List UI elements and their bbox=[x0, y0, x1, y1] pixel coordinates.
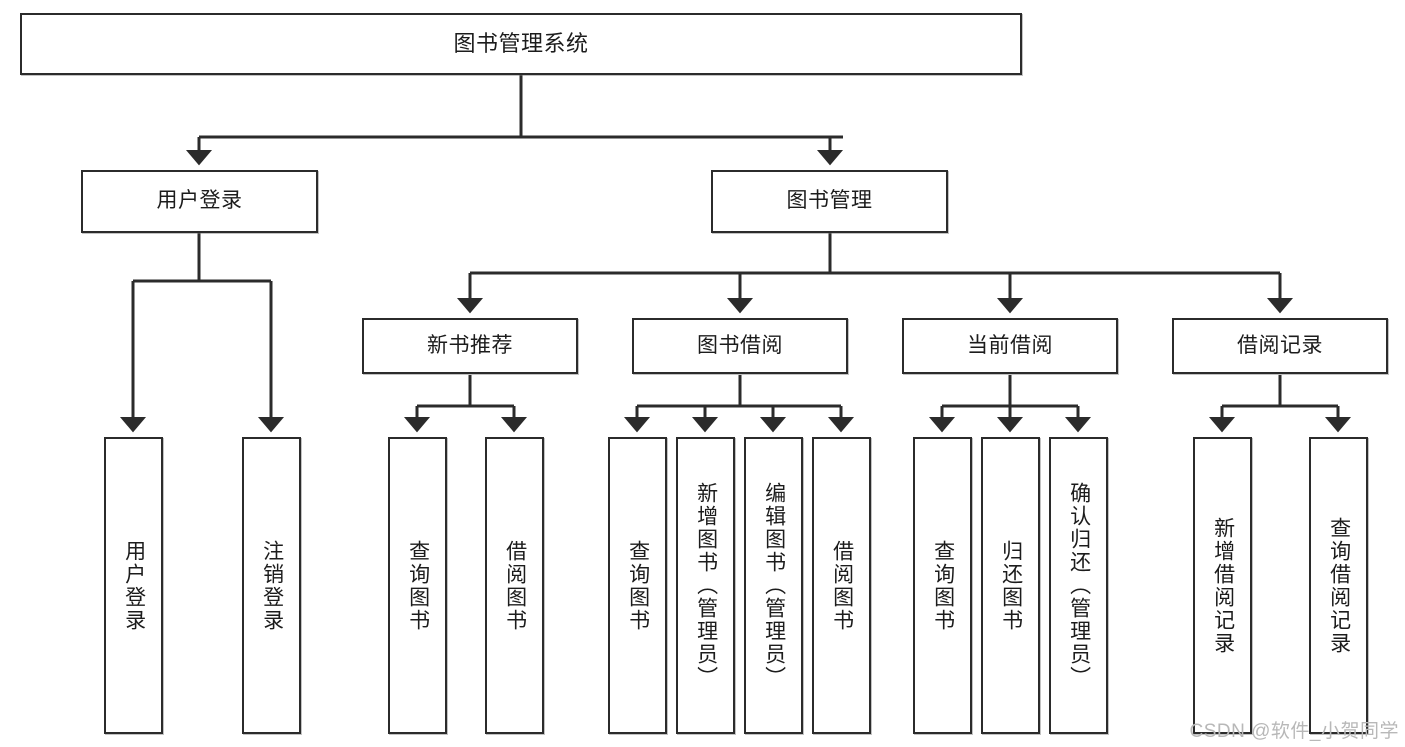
node-borrow-record[interactable]: 借阅记录 bbox=[1172, 318, 1388, 374]
node-leaf-query-book-borrow[interactable]: 查询图书 bbox=[608, 437, 667, 734]
watermark-text: CSDN @软件_小贺同学 bbox=[1189, 721, 1399, 742]
node-leaf-borrow-book-recommend[interactable]: 借阅图书 bbox=[485, 437, 544, 734]
node-label: 新增借阅记录 bbox=[1211, 516, 1235, 655]
node-leaf-borrow-book[interactable]: 借阅图书 bbox=[812, 437, 871, 734]
node-label: 图书管理系统 bbox=[453, 31, 589, 57]
node-current-borrow[interactable]: 当前借阅 bbox=[902, 318, 1118, 374]
node-label: 用户登录 bbox=[122, 539, 146, 632]
node-label: 新书推荐 bbox=[427, 333, 513, 357]
node-leaf-query-borrow-record[interactable]: 查询借阅记录 bbox=[1309, 437, 1368, 734]
node-leaf-confirm-return[interactable]: 确认归还（管理员） bbox=[1049, 437, 1108, 734]
node-label: 借阅图书 bbox=[830, 539, 854, 632]
node-book-management[interactable]: 图书管理 bbox=[711, 170, 948, 233]
node-label: 借阅图书 bbox=[503, 539, 527, 632]
node-label: 当前借阅 bbox=[967, 333, 1053, 357]
node-leaf-query-book-recommend[interactable]: 查询图书 bbox=[388, 437, 447, 734]
node-leaf-add-borrow-record[interactable]: 新增借阅记录 bbox=[1193, 437, 1252, 734]
node-book-borrow[interactable]: 图书借阅 bbox=[632, 318, 848, 374]
node-label: 查询图书 bbox=[626, 539, 650, 632]
node-label: 图书借阅 bbox=[697, 333, 783, 357]
node-leaf-user-login[interactable]: 用户登录 bbox=[104, 437, 163, 734]
node-new-book-recommend[interactable]: 新书推荐 bbox=[362, 318, 578, 374]
node-label: 查询图书 bbox=[931, 539, 955, 632]
node-label: 新增图书（管理员） bbox=[694, 482, 718, 689]
node-leaf-add-book[interactable]: 新增图书（管理员） bbox=[676, 437, 735, 734]
node-leaf-return-book[interactable]: 归还图书 bbox=[981, 437, 1040, 734]
node-label: 注销登录 bbox=[260, 539, 284, 632]
node-label: 确认归还（管理员） bbox=[1067, 482, 1091, 689]
node-label: 图书管理 bbox=[786, 189, 873, 213]
node-label: 编辑图书（管理员） bbox=[762, 482, 786, 689]
node-label: 查询借阅记录 bbox=[1327, 516, 1351, 655]
node-label: 归还图书 bbox=[999, 539, 1023, 632]
node-leaf-edit-book[interactable]: 编辑图书（管理员） bbox=[744, 437, 803, 734]
node-root-book-management-system[interactable]: 图书管理系统 bbox=[20, 13, 1022, 75]
node-user-login[interactable]: 用户登录 bbox=[81, 170, 318, 233]
node-leaf-query-book-current[interactable]: 查询图书 bbox=[913, 437, 972, 734]
node-leaf-logout-login[interactable]: 注销登录 bbox=[242, 437, 301, 734]
node-label: 借阅记录 bbox=[1237, 333, 1323, 357]
node-label: 查询图书 bbox=[406, 539, 430, 632]
node-label: 用户登录 bbox=[156, 189, 243, 213]
